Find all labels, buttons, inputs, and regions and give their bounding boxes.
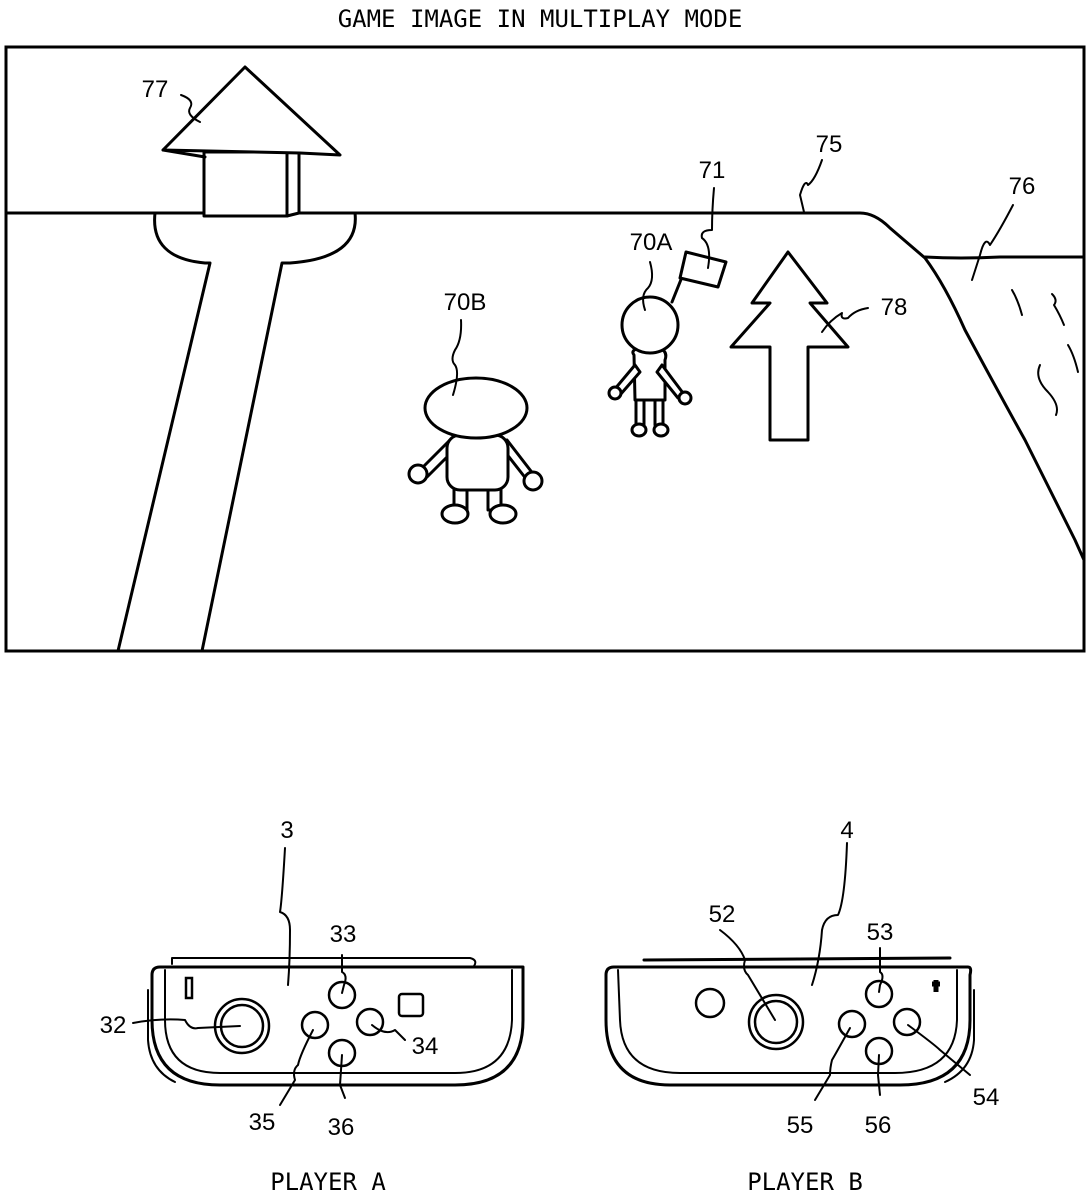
capture-button [397,992,425,1018]
minus-button [184,976,194,1000]
rail [171,957,477,967]
label-button-right-b: 54 [973,1084,1000,1111]
button-left [300,1010,330,1040]
road-right-edge [200,211,357,653]
sea-line [923,255,1086,260]
label-flag: 71 [699,157,726,184]
figure-title: GAME IMAGE IN MULTIPLAY MODE [338,5,743,33]
sea-waves [1011,289,1079,416]
label-button-down-a: 36 [328,1114,355,1141]
analog-stick [747,993,805,1051]
label-button-right-a: 34 [412,1033,439,1060]
label-house: 77 [142,76,169,103]
player-a-label: PLAYER A [270,1168,386,1196]
label-button-up-b: 53 [867,919,894,946]
label-character-b: 70B [444,289,487,316]
label-character-a: 70A [630,229,673,256]
label-button-down-b: 56 [865,1112,892,1139]
road-left-edge [116,211,212,653]
button-left [837,1009,867,1039]
house [161,65,342,218]
horizon-and-hill [4,211,1086,562]
screen-frame [4,45,1086,653]
label-field: 75 [816,131,843,158]
label-sea: 76 [1009,173,1036,200]
controller-a-leaders [132,847,406,1106]
button-up [864,979,894,1009]
label-button-up-a: 33 [330,921,357,948]
character-player-a [607,250,728,438]
label-stick-a: 32 [100,1012,127,1039]
leader-lines [180,94,1014,396]
home-button [694,987,726,1019]
controller-player-a: 3 32 33 34 35 36 PLAYER A [100,817,525,1196]
plus-button [932,980,940,992]
controller-b-leaders [719,842,971,1101]
label-controller-b: 4 [840,817,853,844]
direction-arrow [729,250,850,442]
flag [678,250,728,289]
label-controller-a: 3 [280,817,293,844]
label-stick-b: 52 [709,901,736,928]
controller-player-b: 4 52 53 54 55 56 PLAYER B [604,817,1000,1196]
label-button-left-a: 35 [249,1109,276,1136]
analog-stick [213,997,271,1055]
label-arrow: 78 [881,294,908,321]
player-b-label: PLAYER B [747,1168,863,1196]
label-button-left-b: 55 [787,1112,814,1139]
rail [642,956,952,962]
button-right [355,1007,385,1037]
character-player-b [407,376,544,525]
button-up [327,980,357,1010]
game-screen: 77 75 76 71 70A 78 70B [4,45,1086,653]
